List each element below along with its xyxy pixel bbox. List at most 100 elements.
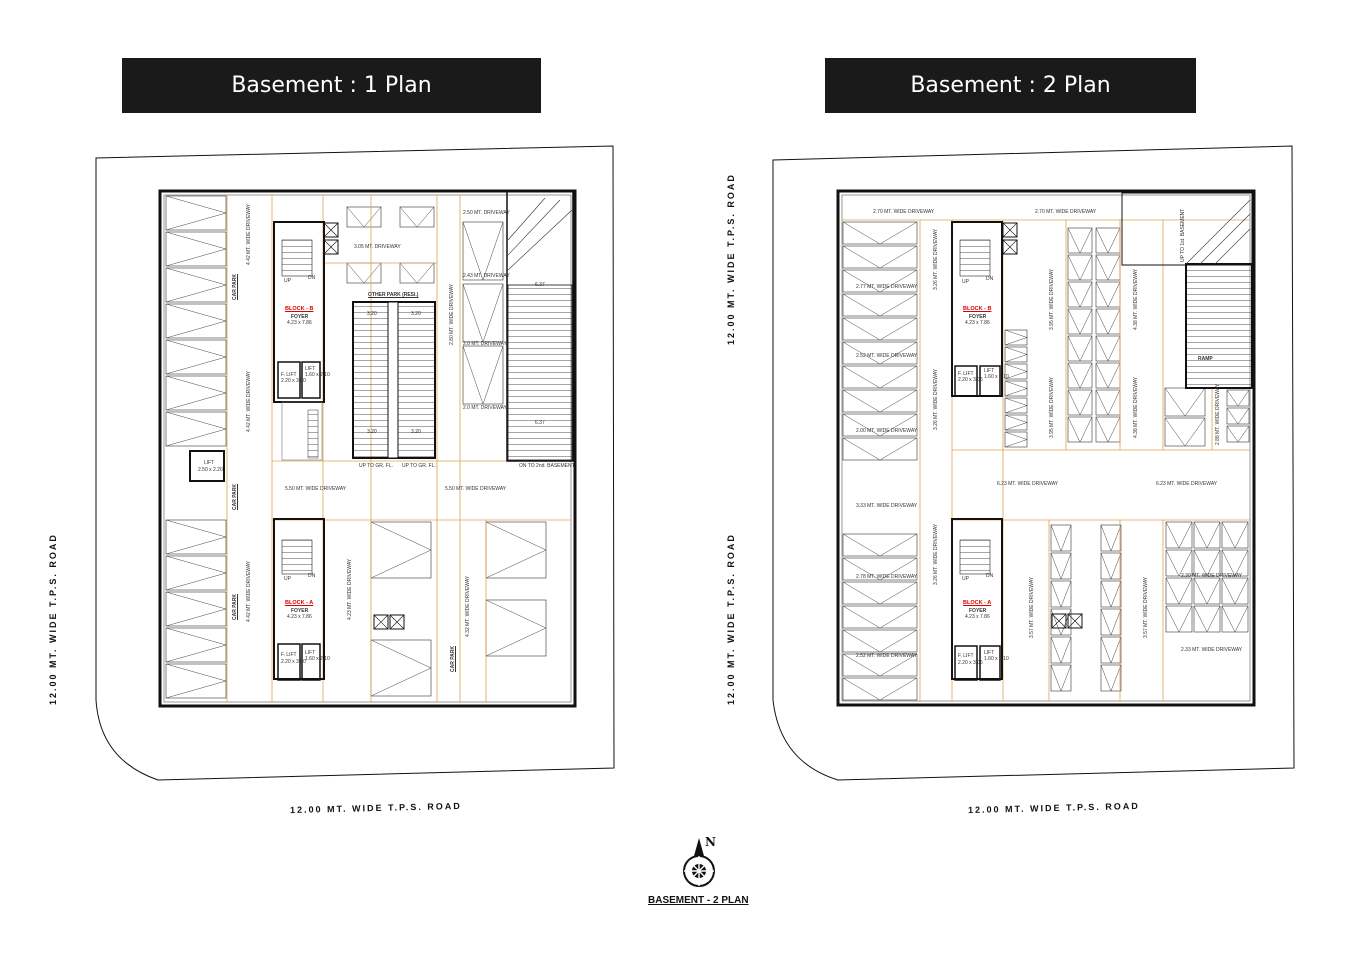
- plan1-car-park-4: CAR PARK: [450, 645, 456, 672]
- parking-bay: [1226, 389, 1250, 407]
- parking-bay: [1226, 425, 1250, 443]
- parking-bay-mark: [1067, 416, 1093, 443]
- parking-bay-mark: [1095, 362, 1121, 389]
- parking-bay-mark: [1050, 636, 1072, 664]
- parking-bay-mark: [165, 663, 227, 699]
- plan2-driveway-438-b: 4.38 MT. WIDE DRIVEWAY: [1133, 376, 1139, 438]
- parking-bay-mark: [1067, 281, 1093, 308]
- parking-bay-mark: [1004, 397, 1028, 414]
- parking-bay: [1004, 346, 1028, 363]
- parking-bay-mark: [485, 521, 547, 579]
- plan2-flift-a-dim: 2.20 x 3.05: [958, 660, 983, 666]
- parking-bay-mark: [1095, 389, 1121, 416]
- road-label-plan2-left-top: 12.00 MT. WIDE T.P.S. ROAD: [726, 173, 736, 345]
- parking-bay-mark: [1221, 577, 1249, 605]
- parking-bay-mark: [1095, 254, 1121, 281]
- plan1-lift-b-dim: 1.60 x 2.10: [305, 372, 330, 378]
- plan2-lift-a-dim: 1.60 x 2.10: [984, 656, 1009, 662]
- parking-bay: [485, 521, 547, 579]
- plan1-up-b: UP: [284, 278, 291, 284]
- parking-bay-mark: [165, 195, 227, 231]
- plan1-foyer-a: FOYER: [291, 608, 309, 614]
- plan1-driveway-442-c: 4.42 MT. WIDE DRIVEWAY: [246, 560, 252, 622]
- parking-bay: [1100, 552, 1122, 580]
- parking-bay: [370, 639, 432, 697]
- plan1-car-park-1: CAR PARK: [232, 273, 238, 300]
- parking-bay-mark: [165, 627, 227, 663]
- parking-bay: [1100, 524, 1122, 552]
- parking-bay: [1067, 389, 1093, 416]
- plan2-driveway-230: 2.30 MT. WIDE DRIVEWAY: [1181, 573, 1243, 579]
- parking-bay-mark: [346, 206, 382, 228]
- parking-bay: [1095, 308, 1121, 335]
- plan1-car-park-2: CAR PARK: [232, 483, 238, 510]
- parking-bay: [1050, 524, 1072, 552]
- parking-bay-mark: [842, 317, 918, 341]
- parking-bay-mark: [1193, 549, 1221, 577]
- parking-bay-mark: [842, 413, 918, 437]
- plan1-lift-a-dim: 1.60 x 2.10: [305, 656, 330, 662]
- plan2-flift-b-dim: 2.20 x 3.05: [958, 377, 983, 383]
- plan1-driveway-550-b: 5.50 MT. WIDE DRIVEWAY: [445, 486, 507, 492]
- plan2-driveway-326-c: 3.26 MT. WIDE DRIVEWAY: [933, 523, 939, 585]
- parking-bay-mark: [1067, 362, 1093, 389]
- parking-bay-mark: [1165, 605, 1193, 633]
- plan2-site: [772, 145, 1295, 781]
- parking-bay: [1095, 362, 1121, 389]
- plan1-driveway-432: 4.32 MT. WIDE DRIVEWAY: [465, 575, 471, 637]
- parking-bay-mark: [462, 345, 504, 405]
- parking-bay: [1100, 580, 1122, 608]
- parking-bay-mark: [462, 283, 504, 343]
- parking-bay: [842, 389, 918, 413]
- parking-bay: [1100, 636, 1122, 664]
- parking-bay-mark: [1193, 521, 1221, 549]
- parking-bay-mark: [1100, 608, 1122, 636]
- parking-bay: [1100, 608, 1122, 636]
- parking-bay: [165, 591, 227, 627]
- plan2-flift-b: F. LIFT: [958, 371, 974, 377]
- parking-bay-mark: [1221, 521, 1249, 549]
- plan1-lift-box-dim: 2.50 x 2.20: [198, 467, 223, 473]
- parking-bay: [165, 519, 227, 555]
- parking-bay: [1050, 664, 1072, 692]
- plan2-driveway-623-b: 6.23 MT. WIDE DRIVEWAY: [1156, 481, 1218, 487]
- plan2-lift-b-dim: 1.60 x 2.10: [984, 374, 1009, 380]
- plan1-flift-b-dim: 2.20 x 3.00: [281, 378, 306, 384]
- parking-bay-mark: [1004, 346, 1028, 363]
- parking-bay: [1165, 521, 1193, 549]
- plan1-driveway-442-b: 4.42 MT. WIDE DRIVEWAY: [246, 370, 252, 432]
- north-compass-icon: [683, 838, 715, 887]
- parking-bay: [165, 627, 227, 663]
- parking-bay: [1226, 407, 1250, 425]
- parking-bay: [370, 521, 432, 579]
- plan2-driveway-252-b: 2.52 MT. WIDE DRIVEWAY: [856, 653, 918, 659]
- plan1-parking-left: [165, 195, 227, 699]
- parking-bay: [1221, 577, 1249, 605]
- parking-bay: [842, 605, 918, 629]
- plan1-lift-box: LIFT: [204, 460, 215, 466]
- parking-bay-mark: [842, 389, 918, 413]
- parking-bay-mark: [1004, 363, 1028, 380]
- plan2-up-a: UP: [962, 576, 969, 582]
- parking-bay-mark: [1226, 389, 1250, 407]
- parking-bay-mark: [1067, 227, 1093, 254]
- parking-bay: [165, 267, 227, 303]
- parking-bay-mark: [1067, 335, 1093, 362]
- parking-bay-mark: [165, 267, 227, 303]
- plan1-dim-320-d: 3.20: [411, 429, 421, 435]
- plan1-dim-320-a: 3.20: [367, 311, 377, 317]
- parking-bay: [842, 365, 918, 389]
- parking-bay: [1004, 414, 1028, 431]
- parking-bay-mark: [1100, 636, 1122, 664]
- road-label-plan1-left: 12.00 MT. WIDE T.P.S. ROAD: [48, 533, 58, 705]
- parking-bay: [462, 221, 504, 281]
- parking-bay-mark: [1221, 549, 1249, 577]
- parking-bay-mark: [1095, 281, 1121, 308]
- parking-bay: [842, 293, 918, 317]
- parking-bay: [1165, 605, 1193, 633]
- parking-bay: [1095, 335, 1121, 362]
- parking-bay-mark: [1067, 308, 1093, 335]
- parking-bay-mark: [842, 533, 918, 557]
- parking-bay: [1165, 577, 1193, 605]
